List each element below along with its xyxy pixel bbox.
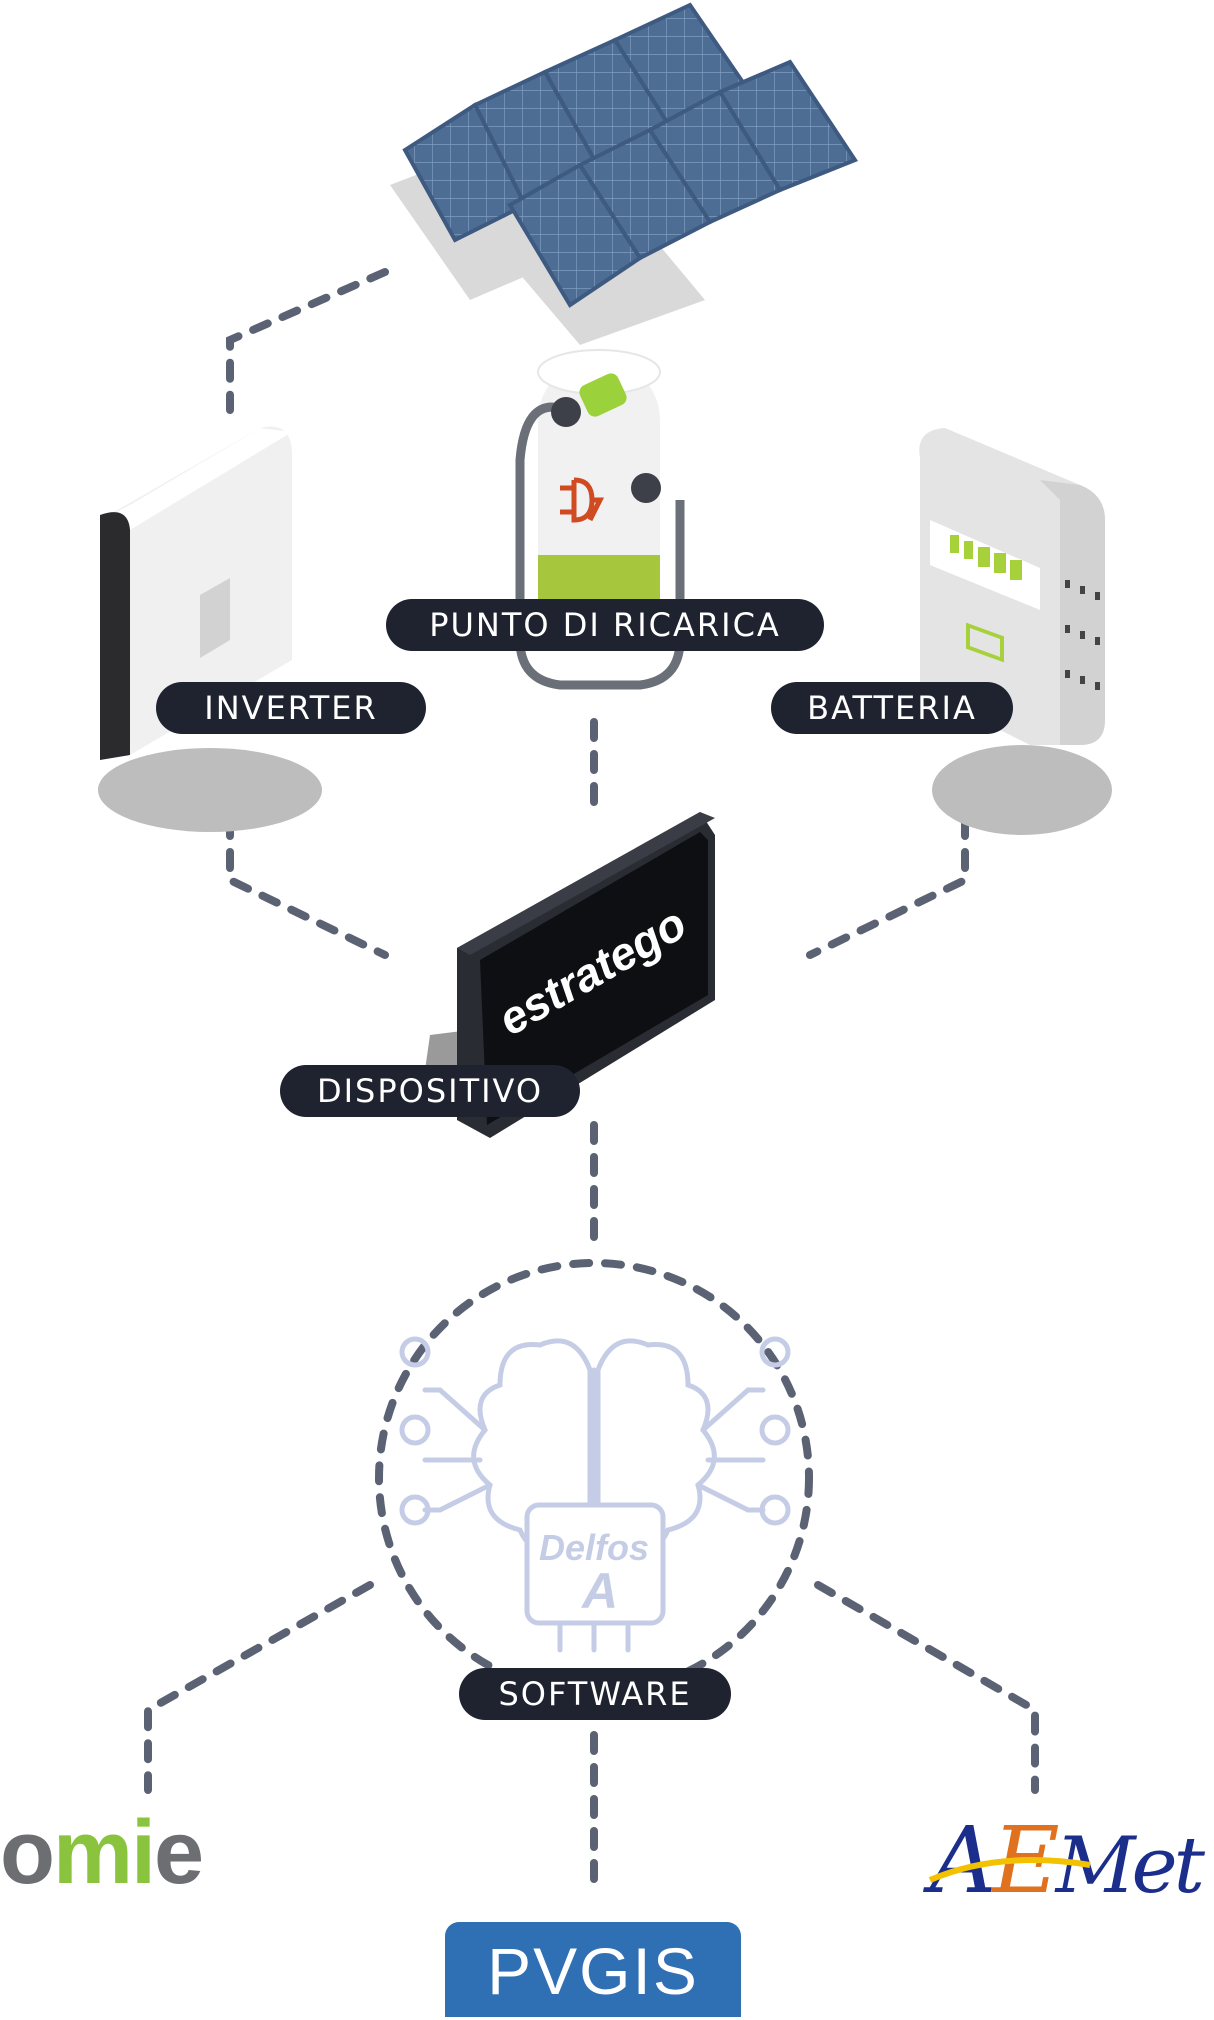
label-charging-point: PUNTO DI RICARICA bbox=[386, 599, 824, 651]
battery-device bbox=[919, 428, 1112, 835]
omie-logo-mi: mi bbox=[53, 1803, 154, 1903]
estratego-device: estratego bbox=[420, 812, 715, 1138]
inverter-device bbox=[98, 426, 322, 832]
label-software: SOFTWARE bbox=[459, 1668, 731, 1720]
delfos-chip-letter: A bbox=[580, 1563, 618, 1619]
label-battery: BATTERIA bbox=[771, 682, 1013, 734]
ai-brain-icon bbox=[399, 1336, 791, 1653]
delfos-chip-name: Delfos bbox=[539, 1527, 649, 1568]
omie-logo-e: e bbox=[154, 1803, 202, 1903]
connector-panels-inverter bbox=[226, 268, 389, 414]
solar-panels bbox=[390, 2, 859, 345]
label-device: DISPOSITIVO bbox=[280, 1065, 580, 1117]
connector-software-omie bbox=[144, 1581, 374, 1794]
aemet-logo-a: A bbox=[922, 1807, 992, 1914]
connector-inverter-device bbox=[226, 816, 389, 959]
charging-point bbox=[515, 349, 685, 690]
battery-icon bbox=[966, 622, 1004, 663]
aemet-swoosh bbox=[928, 1857, 1091, 1883]
connector-software-aemet bbox=[814, 1581, 1039, 1794]
label-inverter: INVERTER bbox=[156, 682, 426, 734]
pvgis-logo: PVGIS bbox=[445, 1922, 741, 2017]
omie-logo: omie bbox=[0, 1803, 202, 1903]
plug-icon bbox=[560, 477, 605, 523]
omie-logo-o: o bbox=[0, 1803, 53, 1903]
connector-battery-device bbox=[806, 816, 969, 959]
